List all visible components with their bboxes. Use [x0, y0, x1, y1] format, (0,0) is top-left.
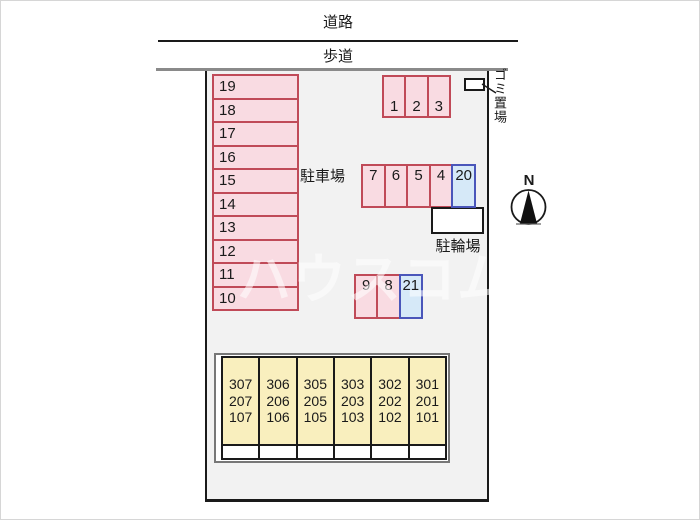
building-column: 305 205 105: [295, 356, 335, 460]
building-balcony-strip: [260, 444, 296, 458]
parking-space-4: 4: [428, 164, 454, 208]
parking-space-20: 20: [451, 164, 476, 208]
unit-number: 301: [415, 376, 439, 393]
unit-number: 101: [415, 409, 439, 426]
unit-number: 202: [378, 392, 402, 409]
parking-left-column: 19 18 17 16 15 14 13 12 11 10: [212, 74, 299, 311]
parking-space-10: 10: [212, 285, 299, 311]
road-label: 道路: [322, 14, 353, 31]
sidewalk-boundary-line: [156, 68, 508, 71]
unit-number: 306: [266, 376, 290, 393]
unit-number: 105: [303, 409, 327, 426]
parking-space-1: 1: [382, 75, 407, 118]
parking-space-5: 5: [406, 164, 431, 208]
parking-space-12: 12: [212, 238, 299, 264]
building-balcony-strip: [409, 444, 445, 458]
parking-space-14: 14: [212, 191, 299, 217]
unit-number: 207: [228, 392, 253, 409]
parking-space-19: 19: [212, 74, 299, 100]
building-balcony-strip: [297, 444, 333, 458]
garbage-leader-line: [481, 83, 497, 94]
unit-number: 203: [340, 392, 365, 409]
unit-number: 201: [415, 392, 439, 409]
parking-space-13: 13: [212, 215, 299, 241]
parking-space-21: 21: [398, 274, 423, 319]
parking-space-7: 7: [361, 164, 386, 208]
unit-number: 103: [340, 409, 365, 426]
unit-number: 205: [303, 392, 327, 409]
parking-space-15: 15: [212, 168, 299, 194]
building-column: 302 202 102: [370, 356, 410, 460]
parking-space-17: 17: [212, 121, 299, 147]
parking-lower-row: 9 8 21: [354, 274, 423, 319]
building-column: 303 203 103: [332, 356, 373, 460]
unit-number: 206: [266, 392, 290, 409]
unit-number: 307: [228, 376, 253, 393]
unit-number: 303: [340, 376, 365, 393]
road-boundary-line: [158, 40, 518, 42]
parking-space-2: 2: [404, 75, 429, 118]
compass-north-label: N: [523, 172, 535, 189]
building-column: 306 206 106: [258, 356, 298, 460]
parking-space-16: 16: [212, 144, 299, 170]
bicycle-parking-label: 駐輪場: [435, 238, 481, 255]
parking-space-18: 18: [212, 97, 299, 123]
parking-space-6: 6: [383, 164, 409, 208]
parking-top-row: 1 2 3: [382, 75, 451, 118]
building-column: 307 207 107: [221, 356, 261, 460]
parking-space-9: 9: [354, 274, 379, 319]
garbage-area-label: ゴミ置場: [492, 68, 507, 124]
parking-space-11: 11: [212, 262, 299, 288]
parking-lot-label: 駐車場: [300, 168, 346, 185]
building-balcony-strip: [223, 444, 259, 458]
building-balcony-strip: [372, 444, 408, 458]
parking-middle-row: 7 6 5 4 20: [361, 164, 476, 208]
unit-number: 106: [266, 409, 290, 426]
parking-space-8: 8: [376, 274, 401, 319]
building-balcony-strip: [334, 444, 371, 458]
unit-number: 305: [303, 376, 327, 393]
building-column: 301 201 101: [407, 356, 447, 460]
sidewalk-label: 歩道: [322, 48, 353, 65]
unit-number: 107: [228, 409, 253, 426]
parking-space-3: 3: [426, 75, 451, 118]
unit-number: 102: [378, 409, 402, 426]
apartment-building: 307 207 107 306 206 106 305 205 105: [214, 353, 450, 463]
bicycle-parking-area: [431, 207, 484, 234]
unit-number: 302: [378, 376, 402, 393]
compass-icon: [510, 189, 547, 225]
